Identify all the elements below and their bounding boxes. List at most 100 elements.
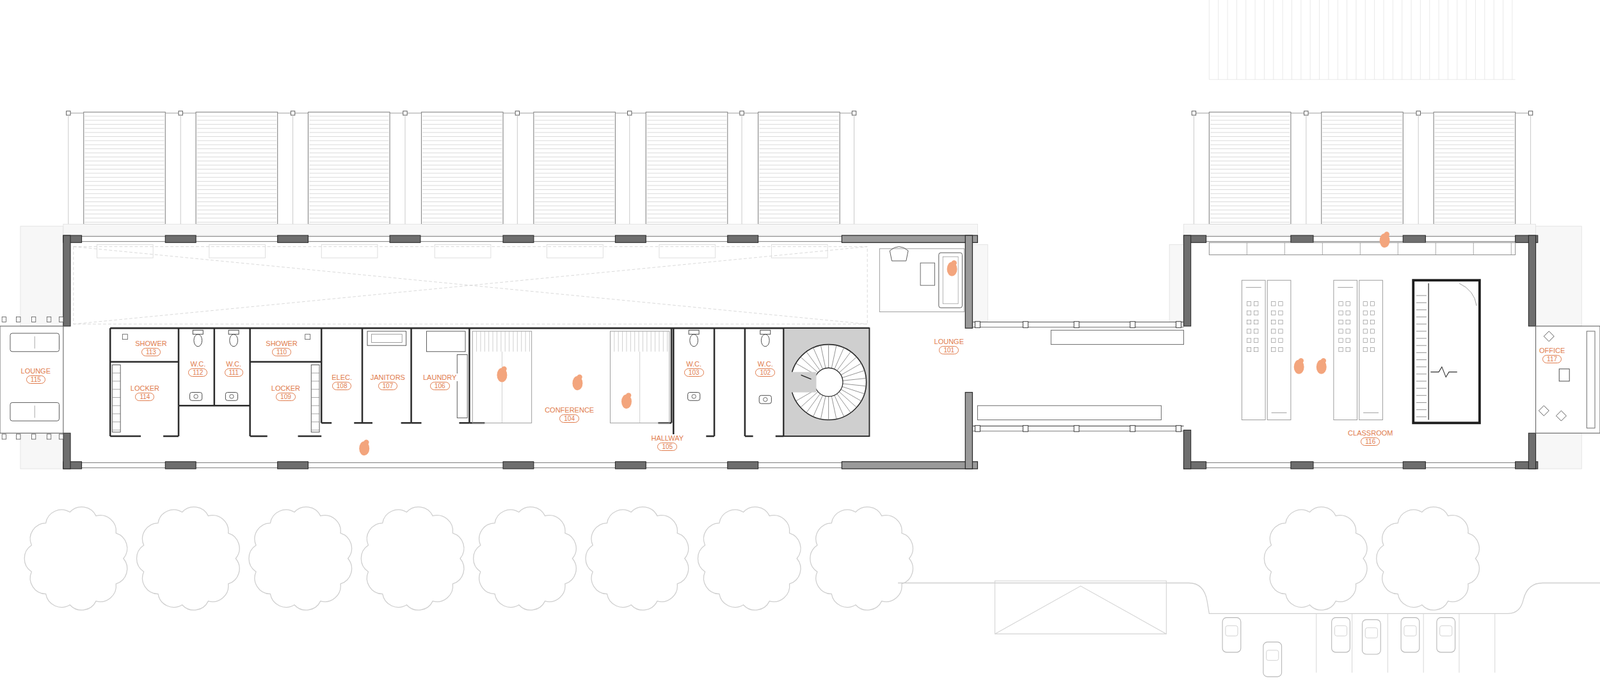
canopy-slat (534, 144, 614, 146)
room-number: 112 (188, 368, 208, 377)
canopy-slat (1434, 156, 1515, 158)
canopy-slat (1434, 197, 1515, 199)
chair (1338, 320, 1343, 324)
grid-line (1208, 79, 1515, 80)
interior-wall (775, 435, 784, 438)
stair-tread (1416, 380, 1427, 382)
person-head (501, 366, 507, 372)
canopy-slat (84, 197, 164, 199)
stair-core (814, 368, 843, 397)
chair (1363, 347, 1368, 352)
window-seat-joint (1284, 242, 1286, 255)
stair-tread (813, 348, 824, 370)
room-number: 101 (938, 346, 959, 355)
canopy (195, 112, 278, 224)
room-number: 108 (332, 382, 352, 391)
locker-strip (311, 364, 320, 432)
table-hatch (504, 331, 506, 352)
canopy-slat (759, 136, 839, 137)
canopy-slat (197, 128, 277, 129)
laundry-counter (456, 355, 468, 419)
chair (1370, 338, 1375, 343)
canopy-post (627, 111, 632, 116)
canopy-slat (647, 201, 727, 203)
canopy-slat (309, 185, 389, 187)
canopy-slat (422, 165, 502, 166)
locker-door (112, 389, 121, 390)
interior-wall (178, 405, 251, 408)
room-label: OFFICE117 (1537, 346, 1567, 364)
outdoor-table (209, 244, 266, 258)
car (1331, 618, 1351, 653)
stair-tread (1416, 373, 1427, 375)
locker-door (112, 430, 121, 431)
interior-wall (110, 360, 179, 363)
desk (1241, 280, 1266, 420)
chair (1254, 347, 1259, 352)
canopy-slat (534, 222, 614, 223)
chair (1246, 311, 1251, 315)
chair (1370, 347, 1375, 352)
room-name: LAUNDRY (421, 373, 458, 382)
canopy-slat (84, 218, 164, 219)
table-hatch (630, 331, 632, 352)
wall (1528, 433, 1536, 470)
canopy-slat (759, 165, 839, 166)
locker-door (311, 421, 320, 423)
wall-pier (277, 462, 309, 470)
canopy-slat (197, 205, 277, 207)
chair (1254, 311, 1259, 315)
interior-wall (362, 422, 373, 425)
canopy-slat (534, 156, 614, 158)
canopy-slat (422, 209, 502, 211)
canopy-slat (759, 152, 839, 154)
canopy-slat (422, 177, 502, 178)
canopy-slat (759, 209, 839, 211)
canopy-slat (197, 181, 277, 182)
canopy-slat (647, 181, 727, 182)
car-window (1266, 650, 1279, 662)
canopy-post-line (517, 115, 518, 233)
canopy-slat (647, 218, 727, 219)
sink (759, 395, 772, 404)
room-name: OFFICE (1537, 346, 1567, 355)
wall (965, 392, 973, 470)
canopy-slat (647, 213, 727, 215)
tree (1376, 507, 1480, 611)
canopy-slat (1210, 168, 1290, 170)
toilet-bowl (193, 334, 203, 347)
wall-pier (1402, 462, 1426, 470)
room-number: 110 (272, 348, 292, 357)
wall-pier (727, 462, 759, 470)
canopy-slat (197, 165, 277, 166)
canopy-slat (1434, 222, 1515, 223)
locker-door (112, 380, 121, 382)
canopy-slat (647, 128, 727, 129)
stair-tread (1416, 352, 1427, 354)
post (58, 317, 63, 323)
canopy-slat (309, 136, 389, 137)
canopy-slat (1434, 148, 1515, 150)
room-number: 103 (684, 368, 704, 377)
interior-wall (110, 435, 141, 438)
canopy-slat (534, 124, 614, 125)
bridge-post (974, 321, 980, 329)
canopy-slat (1210, 115, 1290, 117)
bridge (972, 321, 1184, 432)
canopy-slat (1434, 152, 1515, 154)
post (16, 434, 21, 440)
interior-wall (744, 328, 747, 437)
person-head (576, 374, 582, 380)
grid-line (1319, 0, 1320, 80)
stair-tread (842, 378, 866, 381)
table-hatch (646, 331, 648, 352)
table-hatch (517, 331, 518, 352)
canopy-slat (759, 193, 839, 194)
canopy-slat (1322, 193, 1402, 194)
canopy-slat (197, 201, 277, 203)
parking-line (1494, 613, 1496, 673)
table-hatch (476, 331, 477, 352)
planter (1536, 226, 1583, 327)
canopy-slat (309, 160, 389, 162)
chair (1370, 311, 1375, 315)
